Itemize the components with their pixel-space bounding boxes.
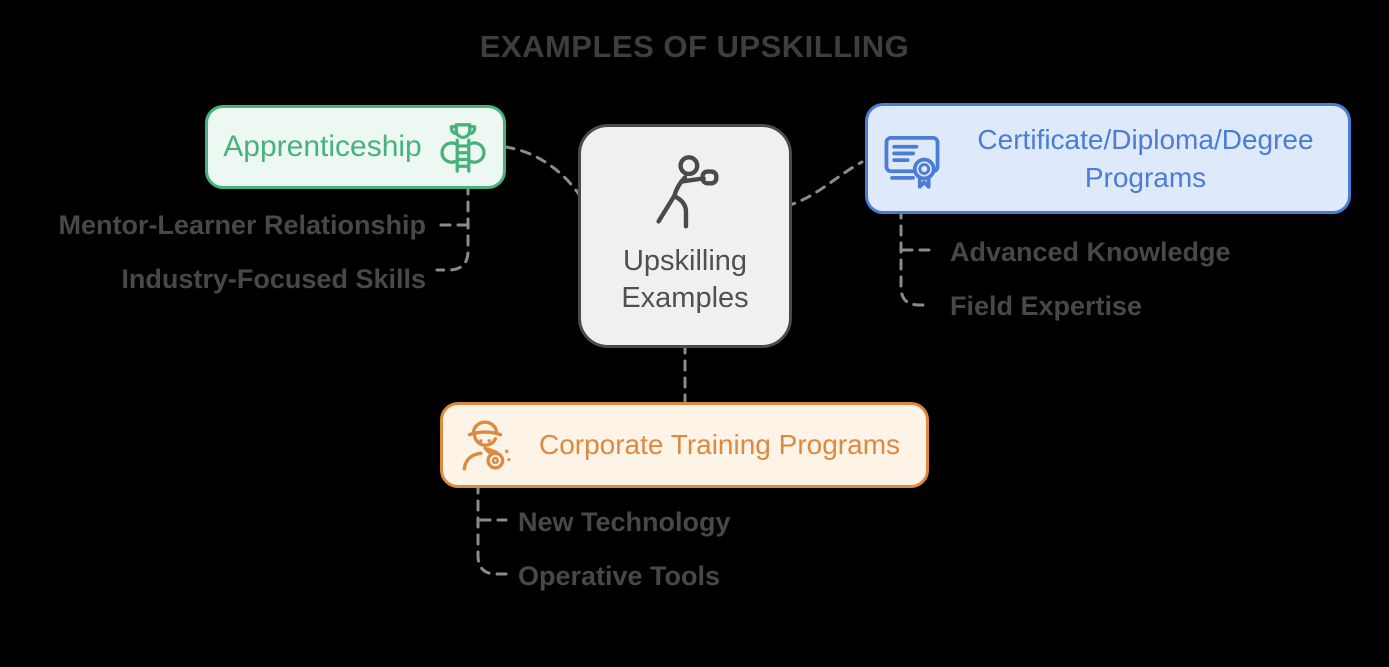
center-label: Upskilling Examples: [621, 243, 748, 317]
child-field-expertise: Field Expertise: [950, 291, 1143, 321]
connector-apprenticeship-to-center: [503, 145, 586, 204]
connector-center-to-certificate: [784, 160, 864, 208]
connector-corporate-children-spine: [476, 482, 509, 576]
ladder-trophy-icon: [438, 120, 488, 174]
corporate-label: Corporate Training Programs: [538, 429, 901, 460]
person-training-icon: [641, 151, 729, 239]
apprenticeship-label: Apprenticeship: [223, 130, 422, 163]
child-mentor-learner-relationship: Mentor-Learner Relationship: [58, 210, 426, 240]
child-operative-tools: Operative Tools: [518, 561, 721, 591]
diagram-title: EXAMPLES OF UPSKILLING: [479, 29, 910, 64]
coach-whistle-icon: [457, 416, 513, 474]
certificate-label-line2: Programs: [1084, 161, 1207, 193]
node-certificate: Certificate/Diploma/Degree Programs: [865, 103, 1351, 214]
node-center: Upskilling Examples: [578, 124, 792, 348]
connector-certificate-children-spine: [899, 207, 932, 307]
child-industry-focused-skills: Industry-Focused Skills: [121, 264, 426, 294]
connector-apprenticeship-children-spine: [435, 183, 470, 272]
certificate-seal-icon: [881, 129, 943, 189]
node-corporate: Corporate Training Programs: [440, 402, 929, 488]
child-advanced-knowledge: Advanced Knowledge: [950, 237, 1231, 267]
node-apprenticeship: Apprenticeship: [205, 105, 506, 189]
certificate-label-line1: Certificate/Diploma/Degree: [977, 123, 1314, 155]
center-label-line1: Upskilling: [622, 245, 748, 277]
center-label-line2: Examples: [621, 282, 749, 314]
child-new-technology: New Technology: [518, 507, 731, 537]
certificate-label: Certificate/Diploma/Degree Programs: [943, 121, 1348, 197]
